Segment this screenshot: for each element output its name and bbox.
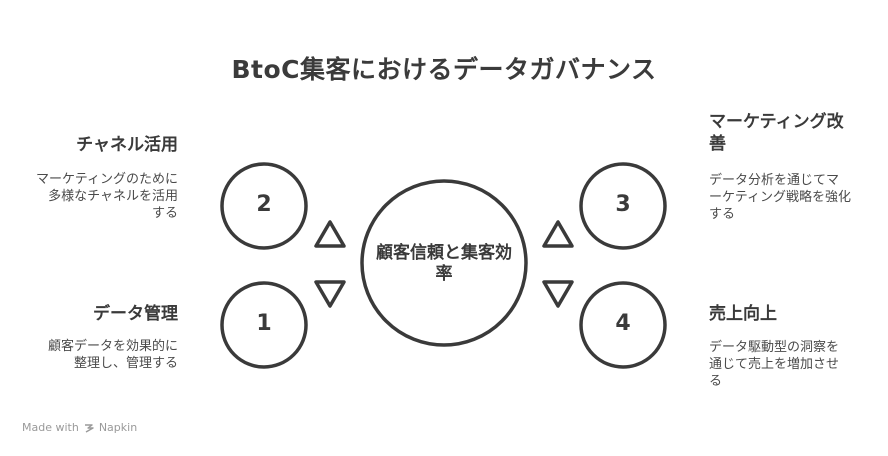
heading-marketing: マーケティング改善	[709, 112, 844, 154]
arrow-up-left	[314, 220, 346, 248]
center-label: 顧客信頼と集客効率	[376, 243, 512, 284]
diagram-title: BtoC集客におけるデータガバナンス	[231, 55, 657, 84]
heading-data-management: データ管理	[93, 304, 178, 324]
footer-brand: Napkin	[98, 421, 138, 434]
desc-channel: マーケティングのために多様なチャネルを活用する	[36, 172, 178, 221]
arrow-up-right	[542, 220, 574, 248]
desc-marketing: データ分析を通じてマーケティング戦略を強化する	[709, 173, 851, 222]
circle-4	[579, 281, 667, 369]
footer-text: Made with	[22, 421, 79, 434]
arrow-down-left	[314, 280, 346, 308]
center-circle	[360, 179, 528, 347]
napkin-logo-icon	[84, 423, 94, 433]
circle-2	[220, 162, 308, 250]
arrow-down-right	[542, 280, 574, 308]
circle-3	[579, 162, 667, 250]
number-3: 3	[615, 192, 631, 217]
desc-data-management: 顧客データを効果的に整理し、管理する	[47, 339, 178, 371]
number-4: 4	[615, 311, 631, 336]
number-2: 2	[256, 192, 272, 217]
footer-watermark: Made with Napkin	[22, 421, 137, 434]
heading-sales: 売上向上	[709, 304, 777, 324]
circle-1	[220, 281, 308, 369]
heading-channel: チャネル活用	[76, 135, 178, 155]
number-1: 1	[256, 311, 272, 336]
desc-sales: データ駆動型の洞察を通じて売上を増加させる	[709, 340, 840, 389]
